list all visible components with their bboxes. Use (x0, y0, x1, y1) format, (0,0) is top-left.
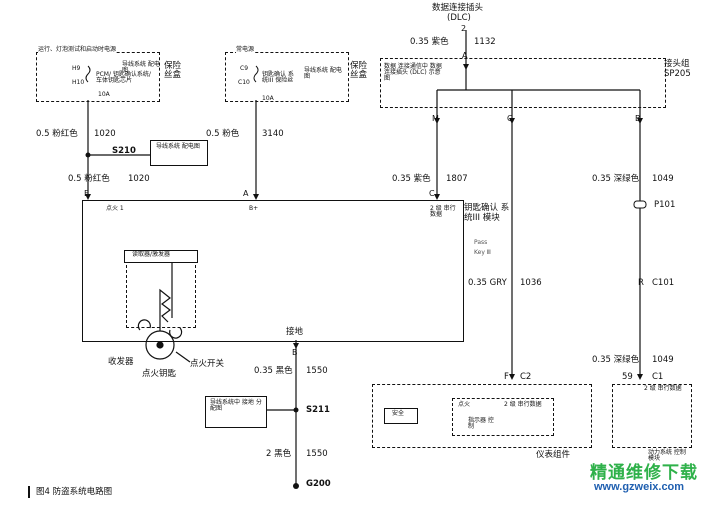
pcm-box (612, 384, 692, 448)
ipc-security: 安全 (392, 410, 405, 417)
fuse-left-name: PCM/ 钥匙确认系统/ 车体钥匙芯片 (96, 71, 151, 84)
ground-label: 接地 (286, 327, 304, 337)
w1036-circuit: 1036 (520, 278, 542, 288)
w1807-circuit: 1807 (446, 174, 468, 184)
caption-bar (28, 486, 30, 498)
caption: 图4 防盗系统电路图 (36, 487, 113, 497)
fuse-mid-header: 常电源 (236, 46, 255, 53)
reader-label-box (124, 250, 198, 263)
fuse-mid-pin-top: C9 (240, 65, 249, 72)
fuse-mid-note: 导线系统 配电图 (304, 67, 342, 80)
w1550b-circuit: 1550 (306, 449, 328, 459)
dlc-circuit: 1132 (474, 37, 496, 47)
w1036-gauge: 0.35 GRY (468, 278, 507, 288)
fuse-left-note: 导线系统 配电图 (122, 61, 160, 74)
fuse-mid-pin-bot: C10 (238, 79, 250, 86)
s210-note-box (150, 140, 208, 166)
w1807-gauge: 0.35 紫色 (392, 174, 431, 184)
fuse-box-mid (225, 52, 349, 102)
dlc-conn: A (462, 51, 468, 60)
module-pin-a-label: B+ (249, 205, 259, 212)
splice-pin-m: M (432, 114, 439, 123)
splice-pin-b: B (635, 114, 641, 123)
w1020a-circuit: 1020 (94, 129, 116, 139)
fuse-left-side: 保险 丝盒 (164, 61, 182, 80)
dlc-title: 数据连接插头 (432, 3, 484, 13)
watermark-cn: 精通维修下载 (590, 463, 698, 483)
s211-note-box (205, 396, 267, 428)
key-icon (137, 288, 191, 363)
splice-title: 接头组 (664, 59, 690, 69)
module-pin-c: C (429, 189, 435, 198)
module-name: 钥匙确认 系统III 模块 (464, 203, 510, 223)
fuse-mid-name: 钥匙确认 系统III 保险丝 (262, 71, 294, 84)
pcm-pin: 59 (622, 372, 633, 382)
watermark-url: www.gzweix.com (594, 481, 685, 493)
w1049a-circuit: 1049 (652, 174, 674, 184)
ipc-data: 2 级 串行数据 (504, 401, 542, 408)
w1049b-gauge: 0.35 深绿色 (592, 355, 640, 365)
transceiver-label: 收发器 (108, 357, 134, 367)
module-pin-c-label: 2 级 串行数据 (430, 205, 456, 218)
s211-label: S211 (306, 405, 330, 415)
reader-label: 读取器/激发器 (132, 251, 171, 258)
fuse-mid-side: 保险 丝盒 (350, 61, 368, 80)
w1049b-circuit: 1049 (652, 355, 674, 365)
fuse-icon (85, 65, 91, 83)
key-label: 点火钥匙 (142, 369, 177, 379)
w1550a-gauge: 0.35 黑色 (254, 366, 293, 376)
module-pin-a: A (243, 189, 249, 198)
pcm-c1: C1 (652, 372, 664, 382)
module-pin-e-label: 点火 1 (106, 205, 124, 212)
switch-label: 点火开关 (190, 359, 225, 369)
w3140-circuit: 3140 (262, 129, 284, 139)
w1020b-gauge: 0.5 粉红色 (68, 174, 110, 184)
module-box (82, 200, 464, 342)
fuse-icon (253, 65, 259, 83)
ipc-box (372, 384, 592, 448)
c101-label: C101 (652, 278, 675, 288)
s210-label: S210 (112, 146, 136, 156)
ipc-pin-f: F (504, 372, 509, 382)
security-box (384, 408, 418, 424)
module-pin-b: B (292, 348, 298, 357)
module-passkey: Pass Key Ⅲ (474, 239, 491, 256)
ipc-inner-box (452, 398, 554, 436)
w3140-gauge: 0.5 粉色 (206, 129, 240, 139)
module-pin-e: E (84, 189, 90, 198)
fuse-mid-rating: 10A (262, 95, 274, 102)
splice-pin-g: G (507, 114, 514, 123)
dlc-sub: (DLC) (447, 13, 471, 23)
splice-note: 数据 连接通信中 数据连接插头 (DLC) 示意图 (384, 63, 442, 82)
p101-label: P101 (654, 200, 676, 210)
w1550b-gauge: 2 黑色 (266, 449, 292, 459)
splice-id: SP205 (664, 69, 691, 79)
pcm-name: 动力系统 控制模块 (648, 449, 686, 462)
g200-label: G200 (306, 479, 331, 489)
w1020a-gauge: 0.5 粉红色 (36, 129, 78, 139)
fuse-left-header: 运行、灯泡测试和启动时电源 (38, 46, 117, 53)
dlc-wire: 0.35 紫色 (410, 37, 449, 47)
ipc-indicator: 指示器 控制 (468, 417, 494, 430)
w1049a-gauge: 0.35 深绿色 (592, 174, 640, 184)
c101-pin: R (638, 278, 644, 288)
ipc-name: 仪表组件 (536, 450, 571, 460)
fuse-left-pin-bot: H10 (72, 79, 85, 86)
w1550a-circuit: 1550 (306, 366, 328, 376)
w1020b-circuit: 1020 (128, 174, 150, 184)
s210-note: 导线系统 配电图 (156, 143, 200, 150)
ipc-c2: C2 (520, 372, 532, 382)
fuse-left-pin-top: H9 (72, 65, 81, 72)
fuse-left-rating: 10A (98, 91, 110, 98)
ipc-ignition: 点火 (458, 401, 471, 408)
s211-note: 导线系统中 接地 分配图 (210, 399, 262, 412)
splice-box (380, 58, 666, 108)
pcm-data: 2 级 串行数据 (644, 385, 682, 392)
dlc-pin: 2 (461, 24, 467, 33)
